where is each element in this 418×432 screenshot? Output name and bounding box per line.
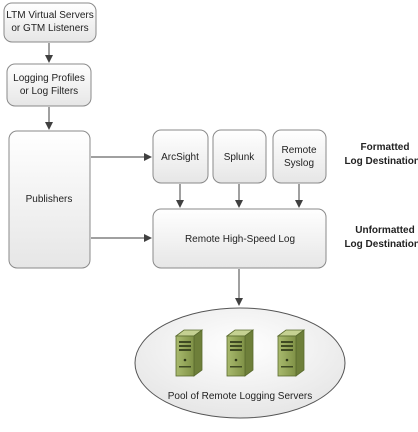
connectors <box>45 43 303 306</box>
server-icon <box>174 329 204 377</box>
logging-profiles-box: Logging Profiles or Log Filters <box>6 63 92 107</box>
ltm-virtual-servers-line-1: LTM Virtual Servers <box>6 10 93 21</box>
unformatted-line-2: Log Destinations <box>344 239 418 250</box>
ltm-virtual-servers-line-2: or GTM Listeners <box>11 23 88 34</box>
arcsight-label: ArcSight <box>161 152 199 163</box>
formatted-line-2: Log Destinations <box>344 156 418 167</box>
splunk-box: Splunk <box>212 129 267 184</box>
remote-syslog-box: Remote Syslog <box>272 129 327 184</box>
remote-hsl-label: Remote High-Speed Log <box>185 234 295 245</box>
publishers-label: Publishers <box>26 194 73 205</box>
publishers-box: Publishers <box>8 130 91 269</box>
remote-hsl-box: Remote High-Speed Log <box>152 208 327 269</box>
remote-syslog-line-2: Syslog <box>284 158 314 169</box>
ltm-virtual-servers-box: LTM Virtual Servers or GTM Listeners <box>3 2 97 43</box>
server-pool-label: Pool of Remote Logging Servers <box>168 391 313 402</box>
formatted-line-1: Formatted <box>361 142 410 153</box>
arcsight-box: ArcSight <box>152 129 209 184</box>
splunk-label: Splunk <box>224 152 256 163</box>
logging-profiles-line-1: Logging Profiles <box>13 73 85 84</box>
unformatted-line-1: Unformatted <box>355 225 414 236</box>
unformatted-annotation: Unformatted Log Destinations <box>344 225 418 250</box>
remote-syslog-line-1: Remote <box>281 145 316 156</box>
server-icon <box>225 329 255 377</box>
logging-profiles-line-2: or Log Filters <box>20 86 78 97</box>
server-icon <box>276 329 306 377</box>
formatted-annotation: Formatted Log Destinations <box>344 142 418 167</box>
